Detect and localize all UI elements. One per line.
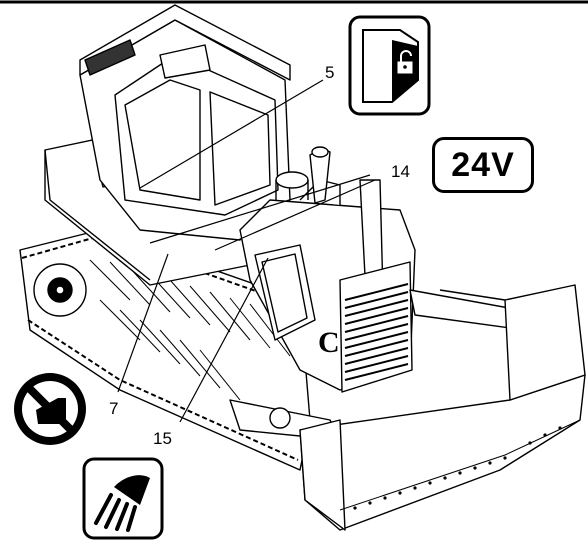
no-step-icon: [14, 373, 86, 445]
work-light-icon: [82, 457, 164, 540]
callout-14: 14: [391, 162, 410, 181]
callout-15: 15: [153, 429, 172, 448]
door-lock-icon: [348, 15, 431, 116]
bulldozer-illustration: C: [0, 0, 588, 531]
svg-text:C: C: [318, 326, 340, 359]
leader-line-7: [117, 253, 169, 393]
leader-line-14a: [149, 174, 371, 244]
callout-7: 7: [109, 399, 119, 418]
leader-line-15: [179, 257, 269, 423]
leader-line-14b: [214, 179, 376, 251]
leader-lines: [117, 79, 376, 423]
callout-5: 5: [325, 63, 335, 82]
leader-line-5: [139, 79, 324, 189]
voltage-badge: 24V: [432, 137, 534, 193]
